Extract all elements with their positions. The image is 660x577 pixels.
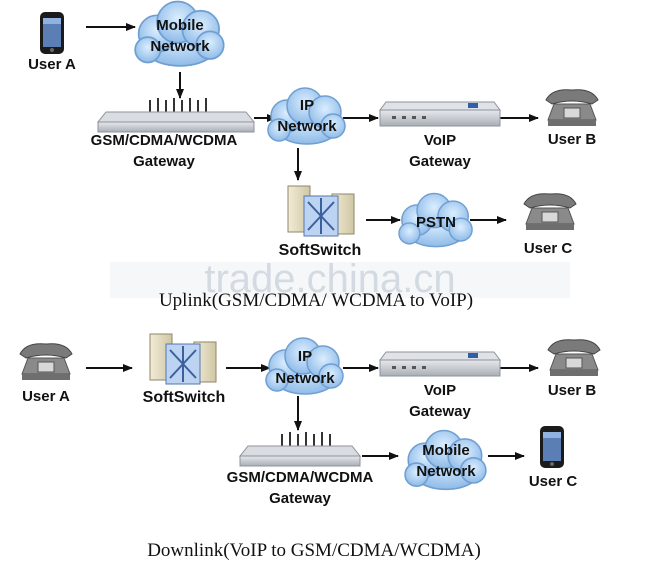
gateway-icon [379,351,501,377]
mobile-phone-icon [40,12,64,54]
mobile-phone-icon [540,426,564,468]
watermark-band [110,262,570,298]
downlink-user-c-label: User C [529,473,578,490]
downlink-ip-network-label-1: IP [298,348,312,365]
uplink-user-a-label: User A [28,56,76,73]
desk-phone-icon [523,193,577,231]
downlink-softswitch-label: SoftSwitch [143,389,226,406]
desk-phone-icon [545,89,599,127]
uplink-mobile-network-label-1: Mobile [156,17,204,34]
uplink-user-c-label: User C [524,240,573,257]
watermark-text: trade.china.cn [204,257,455,301]
desk-phone-icon [19,343,73,381]
downlink-caption: Downlink(VoIP to GSM/CDMA/WCDMA) [147,540,481,561]
softswitch-icon [287,185,355,237]
uplink-voip-gateway-label-2: Gateway [409,153,471,170]
uplink-user-b-label: User B [548,131,597,148]
downlink-gsm-gateway-label-1: GSM/CDMA/WCDMA [227,469,374,486]
uplink-mobile-network-label-2: Network [150,38,210,55]
downlink-mobile-network-label-1: Mobile [422,442,470,459]
cloud-icon [404,429,487,491]
downlink-mobile-network-label-2: Network [416,463,476,480]
gateway-icon [238,432,362,467]
downlink-voip-gateway-label-1: VoIP [424,382,456,399]
uplink-ip-network-label-1: IP [300,97,314,114]
gateway-icon [96,98,256,133]
uplink-gsm-gateway-label-1: GSM/CDMA/WCDMA [91,132,238,149]
uplink-caption: Uplink(GSM/CDMA/ WCDMA to VoIP) [159,290,473,311]
downlink-user-a-label: User A [22,388,70,405]
uplink-gsm-gateway-label-2: Gateway [133,153,195,170]
softswitch-icon [149,333,217,385]
downlink-ip-network-label-2: Network [275,370,335,387]
uplink-ip-network-label-2: Network [277,118,337,135]
uplink-softswitch-label: SoftSwitch [279,242,362,259]
desk-phone-icon [547,339,601,377]
downlink-user-b-label: User B [548,382,597,399]
downlink-voip-gateway-label-2: Gateway [409,403,471,420]
gateway-icon [379,101,501,127]
uplink-pstn-label: PSTN [416,214,456,231]
uplink-voip-gateway-label-1: VoIP [424,132,456,149]
downlink-gsm-gateway-label-2: Gateway [269,490,331,507]
